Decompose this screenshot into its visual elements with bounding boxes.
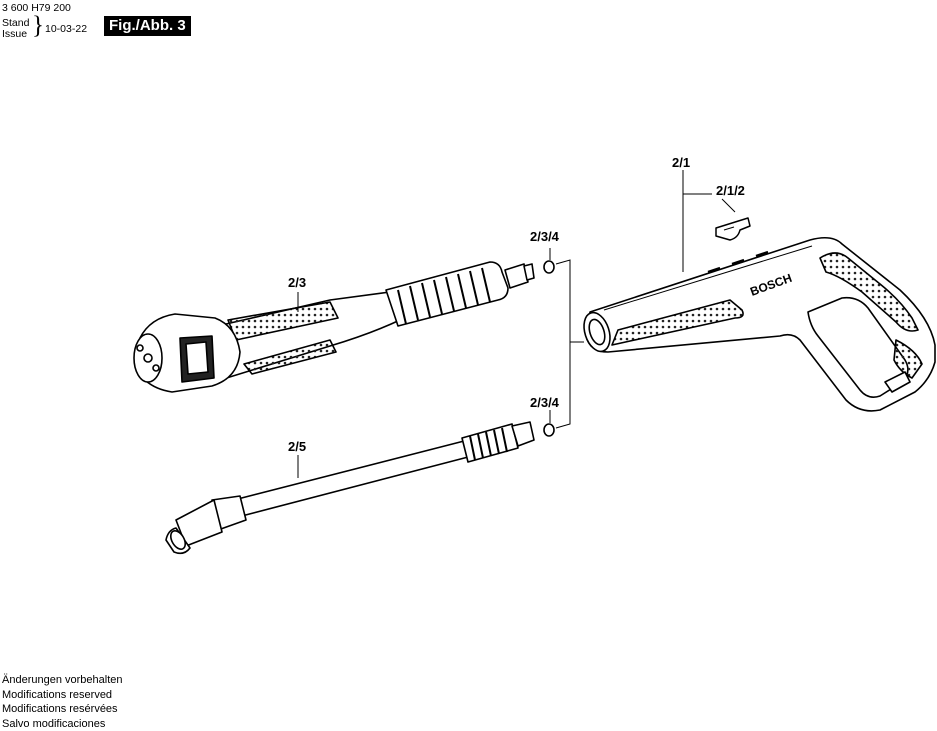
callout-2-5: 2/5: [288, 440, 306, 454]
spray-gun-handle: [579, 238, 935, 411]
footer-notes: Änderungen vorbehalten Modifications res…: [2, 673, 122, 731]
callout-2-1-2: 2/1/2: [716, 184, 745, 198]
angled-lance: [166, 422, 534, 553]
nozzle-lance: [134, 262, 534, 392]
callout-2-3: 2/3: [288, 276, 306, 290]
callout-2-1: 2/1: [672, 156, 690, 170]
footer-note: Änderungen vorbehalten: [2, 673, 122, 688]
callout-2-3-4-lower: 2/3/4: [530, 396, 559, 410]
callout-2-3-4-upper: 2/3/4: [530, 230, 559, 244]
clip-part: [716, 218, 750, 240]
footer-note: Salvo modificaciones: [2, 717, 122, 731]
oring-upper: [544, 261, 554, 273]
footer-note: Modifications reserved: [2, 688, 122, 703]
oring-lower: [544, 424, 554, 436]
footer-note: Modifications resérvées: [2, 702, 122, 717]
